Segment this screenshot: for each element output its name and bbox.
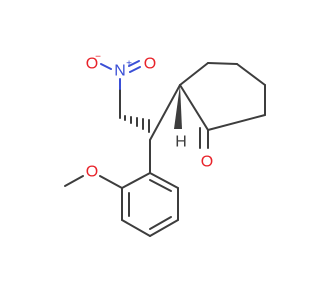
nitro-group: N + O − O — [86, 52, 156, 90]
ring-bond — [179, 84, 209, 131]
hashed-bond — [124, 115, 150, 133]
o-methyl-bond — [64, 175, 84, 187]
chain-bond — [149, 84, 181, 141]
aromatic-double-bond — [149, 179, 172, 192]
aromatic-double-bond — [149, 216, 172, 230]
nitro-plus-charge: + — [126, 59, 132, 70]
aryl-o-bond — [99, 175, 123, 189]
ring-bond — [179, 62, 209, 86]
ring-bond — [149, 219, 179, 237]
n-o-double-bond — [128, 60, 140, 67]
molecule-structure: O H N + O − O — [64, 52, 266, 237]
nitro-nitrogen: N — [114, 63, 126, 80]
nitro-oxygen-left: O — [86, 56, 98, 73]
methoxy-group: O — [64, 164, 123, 189]
benzene-ring — [121, 139, 179, 237]
ring-bond — [207, 62, 238, 65]
wedge-bond — [174, 85, 182, 129]
ring-stereocenter: H — [174, 85, 187, 151]
ketone-oxygen: O — [201, 154, 213, 171]
nitro-oxygen-right: O — [144, 56, 156, 73]
n-o-double-bond — [129, 66, 141, 73]
ring-bond — [236, 63, 266, 86]
cyclohexanone-ring — [179, 62, 266, 131]
ring-bond — [121, 172, 151, 189]
methoxy-oxygen: O — [86, 164, 98, 181]
n-o-single-bond — [100, 63, 112, 70]
ring-bond — [207, 114, 266, 131]
ketone-group: O — [199, 127, 213, 171]
nitro-minus-charge: − — [95, 52, 101, 63]
ring-bond — [149, 172, 179, 189]
ring-bond — [121, 219, 151, 237]
stereo-hydrogen: H — [175, 134, 187, 151]
